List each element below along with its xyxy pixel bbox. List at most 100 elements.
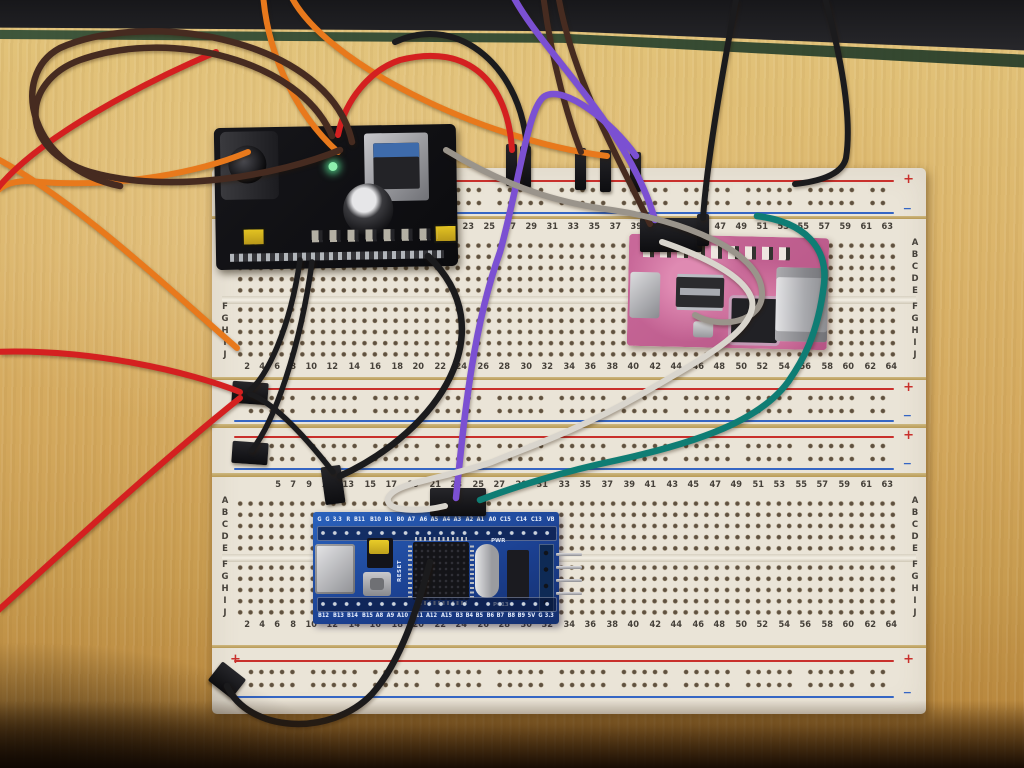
column-number: 27 xyxy=(493,480,506,490)
pin-label: 5V xyxy=(527,612,536,619)
usb-a-plug xyxy=(774,267,829,343)
row-letter: E xyxy=(912,286,918,296)
pin-label: A5 xyxy=(430,516,439,523)
column-number: 33 xyxy=(558,480,570,490)
pin-label: A11 xyxy=(411,612,423,619)
row-letter: H xyxy=(221,326,229,336)
column-number: 52 xyxy=(756,620,769,630)
row-letter: J xyxy=(223,608,227,618)
row-letter: D xyxy=(221,532,229,542)
row-letter: B xyxy=(221,508,229,518)
pin-label: B6 xyxy=(486,612,494,619)
column-number: 22 xyxy=(434,362,446,372)
barrel-jack-connector xyxy=(219,131,280,201)
column-number: 44 xyxy=(670,620,683,630)
bottom-pin-header xyxy=(317,597,557,612)
reset-button xyxy=(363,572,391,596)
column-number: 64 xyxy=(885,362,898,372)
column-number: 31 xyxy=(546,222,558,232)
row-letter: C xyxy=(221,520,229,530)
led-component-block xyxy=(507,550,529,600)
column-number: 33 xyxy=(567,222,579,232)
pin-label: B4 xyxy=(465,612,474,619)
swd-header xyxy=(539,544,554,612)
electrolytic-capacitor xyxy=(342,183,394,236)
board-seam xyxy=(212,473,926,477)
row-letter: C xyxy=(911,262,919,272)
row-letter: F xyxy=(222,560,228,570)
column-number: 40 xyxy=(627,362,640,372)
column-number: 42 xyxy=(649,362,661,372)
board2-center-channel xyxy=(222,554,916,562)
column-number: 62 xyxy=(864,362,876,372)
column-number: 51 xyxy=(756,222,768,232)
column-number: 13 xyxy=(342,480,355,490)
row-letter: C xyxy=(911,520,919,530)
column-number: 55 xyxy=(797,222,810,232)
row-letter: D xyxy=(911,532,919,542)
swd-pin xyxy=(556,579,582,582)
pin-label: C15 xyxy=(500,516,511,523)
column-number: 16 xyxy=(369,362,382,372)
pin-label: A15 xyxy=(441,612,453,619)
minus-marker: − xyxy=(902,686,912,699)
board-seam xyxy=(212,645,926,648)
row-letter: F xyxy=(222,302,228,312)
jumper-connector-housing xyxy=(520,146,531,188)
column-number: 10 xyxy=(305,362,317,372)
pin-label: A2 xyxy=(465,516,473,523)
column-number: 30 xyxy=(520,362,532,372)
column-number: 29 xyxy=(515,480,527,490)
column-number: 36 xyxy=(584,620,597,630)
column-number: 19 xyxy=(407,480,420,490)
pwr-label: PWR xyxy=(491,538,506,544)
column-number: 9 xyxy=(305,480,312,490)
mcu-chip xyxy=(730,298,778,344)
pin-label: B11 xyxy=(353,516,365,523)
column-number: 58 xyxy=(821,620,833,630)
column-number: 47 xyxy=(709,480,721,490)
pin-label: B14 xyxy=(347,612,359,619)
rail-blue-line xyxy=(234,696,894,698)
swd-pin xyxy=(556,566,582,569)
chip-pins xyxy=(408,544,412,598)
micro-usb-port xyxy=(629,271,661,319)
plus-marker: + xyxy=(903,428,914,443)
voltage-select-jumper xyxy=(241,227,266,247)
pin-label: A6 xyxy=(419,516,427,523)
desk-back-edge xyxy=(0,0,1024,51)
row-letter: G xyxy=(221,572,229,582)
column-number: 32 xyxy=(541,620,554,630)
jumper-connector-housing xyxy=(575,148,586,190)
boot-jumper-header xyxy=(367,538,393,568)
column-number: 41 xyxy=(644,480,657,490)
rail-holes xyxy=(246,392,886,418)
minus-marker: − xyxy=(902,409,912,422)
column-number: 28 xyxy=(498,620,511,630)
soic-chip xyxy=(675,276,725,308)
pin-label: G xyxy=(317,516,322,523)
red-jumper-wire xyxy=(0,49,219,191)
column-number: 17 xyxy=(385,480,398,490)
pin-label: B0 xyxy=(396,516,404,523)
column-number: 54 xyxy=(778,620,790,630)
micro-usb-port xyxy=(315,544,355,594)
column-number: 5 xyxy=(275,480,282,490)
column-number: 2 xyxy=(244,362,251,372)
orange-jumper-wire xyxy=(0,149,251,193)
column-number: 37 xyxy=(601,480,613,490)
column-number: 58 xyxy=(821,362,833,372)
row-letter: G xyxy=(911,572,919,582)
jumper-connector-block xyxy=(430,488,486,516)
column-number: 60 xyxy=(842,620,855,630)
pin-label: B1 xyxy=(384,516,393,523)
column-number: 35 xyxy=(588,222,600,232)
jumper-connector-housing xyxy=(231,380,269,406)
jumper-connector-housing xyxy=(231,440,269,466)
row-letter: A xyxy=(911,496,919,506)
column-number: 63 xyxy=(881,222,894,232)
